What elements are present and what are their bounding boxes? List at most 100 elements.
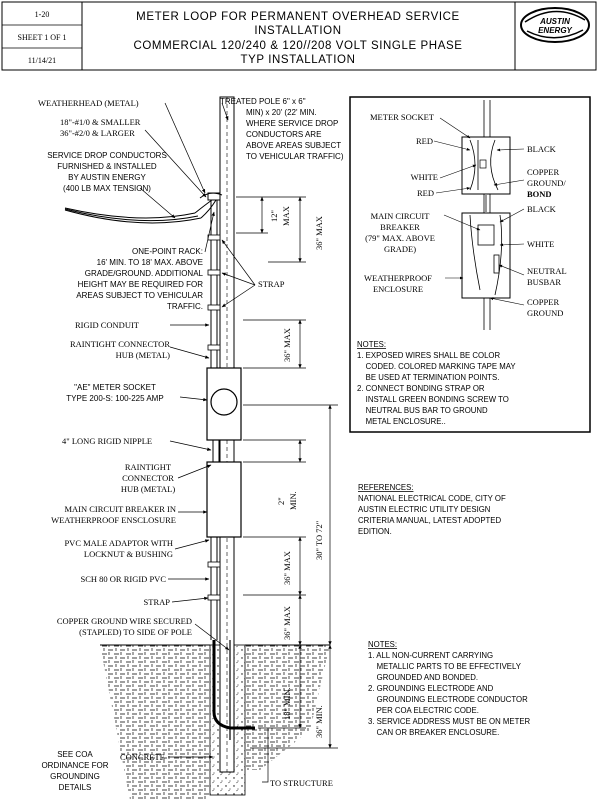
rigid-conduit xyxy=(210,200,255,740)
svg-text:METAL ENCLOSURE..: METAL ENCLOSURE.. xyxy=(357,417,446,426)
svg-text:30" TO 72": 30" TO 72" xyxy=(314,521,324,560)
svg-text:METALLIC PARTS TO BE EFFECTIVE: METALLIC PARTS TO BE EFFECTIVELY xyxy=(368,662,522,671)
svg-text:36" MAX: 36" MAX xyxy=(282,328,292,362)
label-wire-large: 36"-#2/0 & LARGER xyxy=(60,128,135,138)
svg-text:"AE" METER SOCKET: "AE" METER SOCKET xyxy=(74,383,156,392)
svg-text:SERVICE DROP CONDUCTORS: SERVICE DROP CONDUCTORS xyxy=(47,151,167,160)
svg-text:GROUND: GROUND xyxy=(527,308,563,318)
svg-text:ENERGY: ENERGY xyxy=(538,26,572,35)
svg-text:LOCKNUT & BUSHING: LOCKNUT & BUSHING xyxy=(84,549,173,559)
svg-text:WHITE: WHITE xyxy=(527,239,554,249)
svg-text:RAINTIGHT CONNECTOR: RAINTIGHT CONNECTOR xyxy=(70,339,170,349)
svg-text:NATIONAL ELECTRICAL CODE, CITY: NATIONAL ELECTRICAL CODE, CITY OF xyxy=(358,494,506,503)
svg-text:METER SOCKET: METER SOCKET xyxy=(370,112,435,122)
label-strap: STRAP xyxy=(258,279,285,289)
svg-text:12": 12" xyxy=(269,210,279,222)
inset-leaders xyxy=(433,117,525,306)
svg-text:2. GROUNDING ELECTRODE AND: 2. GROUNDING ELECTRODE AND xyxy=(368,684,494,693)
svg-text:SEE COA: SEE COA xyxy=(57,750,93,759)
svg-text:BY AUSTIN ENERGY: BY AUSTIN ENERGY xyxy=(68,173,146,182)
svg-text:GROUNDED AND BONDED.: GROUNDED AND BONDED. xyxy=(368,673,478,682)
svg-text:WEATHERPROOF: WEATHERPROOF xyxy=(364,273,432,283)
svg-text:COPPER: COPPER xyxy=(527,297,559,307)
svg-text:RED: RED xyxy=(416,136,433,146)
svg-text:ABOVE AREAS SUBJECT: ABOVE AREAS SUBJECT xyxy=(246,141,341,150)
svg-text:REFERENCES:: REFERENCES: xyxy=(358,483,413,492)
svg-text:HUB (METAL): HUB (METAL) xyxy=(116,350,170,360)
weatherhead xyxy=(199,192,223,201)
svg-text:AUSTIN: AUSTIN xyxy=(539,17,570,26)
svg-text:(400 LB MAX TENSION): (400 LB MAX TENSION) xyxy=(63,184,151,193)
dimension-labels: 12" MAX 36" MAX 36" MAX 2" MIN. 30" TO 7… xyxy=(269,206,324,738)
austin-energy-logo: AUSTIN ENERGY xyxy=(520,7,590,43)
label-to-structure: TO STRUCTURE xyxy=(270,778,333,788)
inset-detail xyxy=(349,96,591,433)
svg-text:GROUND/: GROUND/ xyxy=(527,178,566,188)
callout-labels: WEATHERHEAD (METAL) 18"-#1/0 & SMALLER 3… xyxy=(38,97,344,792)
svg-text:TREATED POLE 6" x 6": TREATED POLE 6" x 6" xyxy=(220,97,306,106)
svg-text:CONNECTOR: CONNECTOR xyxy=(122,473,174,483)
svg-text:CRITERIA MANUAL, LATEST ADOPTE: CRITERIA MANUAL, LATEST ADOPTED xyxy=(358,516,501,525)
svg-text:SCH 80 OR RIGID PVC: SCH 80 OR RIGID PVC xyxy=(81,574,167,584)
svg-text:EDITION.: EDITION. xyxy=(358,527,392,536)
svg-text:FURNISHED & INSTALLED: FURNISHED & INSTALLED xyxy=(57,162,157,171)
svg-text:BOND: BOND xyxy=(527,189,552,199)
svg-text:COPPER: COPPER xyxy=(527,167,559,177)
svg-text:BREAKER: BREAKER xyxy=(380,222,420,232)
svg-text:BUSBAR: BUSBAR xyxy=(527,277,561,287)
title-block: 1-20 SHEET 1 OF 1 11/14/21 METER LOOP FO… xyxy=(1,1,597,71)
svg-text:RED: RED xyxy=(417,188,434,198)
svg-text:PER COA ELECTRIC CODE.: PER COA ELECTRIC CODE. xyxy=(368,706,479,715)
svg-text:GROUNDING: GROUNDING xyxy=(50,772,100,781)
svg-text:HUB (METAL): HUB (METAL) xyxy=(121,484,175,494)
svg-text:NEUTRAL BUS BAR TO GROUND: NEUTRAL BUS BAR TO GROUND xyxy=(357,406,488,415)
svg-text:GRADE/GROUND. ADDITIONAL: GRADE/GROUND. ADDITIONAL xyxy=(85,269,204,278)
leader-lines xyxy=(139,102,269,783)
straps xyxy=(207,234,221,601)
title-line-4: TYP INSTALLATION xyxy=(240,54,355,66)
title-line-1: METER LOOP FOR PERMANENT OVERHEAD SERVIC… xyxy=(136,11,460,23)
drawing-number: 1-20 xyxy=(35,10,50,19)
svg-text:TO VEHICULAR TRAFFIC): TO VEHICULAR TRAFFIC) xyxy=(246,152,344,161)
svg-text:CODED. COLORED MARKING TAPE MA: CODED. COLORED MARKING TAPE MAY xyxy=(357,362,516,371)
svg-text:16' MIN. TO 18' MAX. ABOVE: 16' MIN. TO 18' MAX. ABOVE xyxy=(97,258,203,267)
svg-text:(79" MAX. ABOVE: (79" MAX. ABOVE xyxy=(365,233,435,243)
inset-notes: NOTES: 1. EXPOSED WIRES SHALL BE COLOR C… xyxy=(357,340,516,426)
label-rigid-conduit: RIGID CONDUIT xyxy=(75,320,140,330)
inset-labels: METER SOCKET RED WHITE RED BLACK COPPER … xyxy=(364,112,567,318)
svg-text:HEIGHT MAY BE REQUIRED FOR: HEIGHT MAY BE REQUIRED FOR xyxy=(78,280,204,289)
svg-text:CAN OR BREAKER ENCLOSURE.: CAN OR BREAKER ENCLOSURE. xyxy=(368,728,499,737)
svg-text:DETAILS: DETAILS xyxy=(59,783,92,792)
svg-text:1. ALL NON-CURRENT CARRYING: 1. ALL NON-CURRENT CARRYING xyxy=(368,651,493,660)
svg-text:NOTES:: NOTES: xyxy=(357,340,386,349)
service-drop-conductors xyxy=(64,199,217,224)
svg-text:WHITE: WHITE xyxy=(411,172,438,182)
notes-block: NOTES: 1. ALL NON-CURRENT CARRYING METAL… xyxy=(368,640,531,737)
breaker-enclosure xyxy=(206,461,242,538)
svg-text:18" MIN.: 18" MIN. xyxy=(282,687,292,720)
svg-text:NEUTRAL: NEUTRAL xyxy=(527,266,567,276)
svg-text:INSTALL GREEN BONDING SCREW TO: INSTALL GREEN BONDING SCREW TO xyxy=(357,395,509,404)
svg-text:3. SERVICE ADDRESS MUST BE ON: 3. SERVICE ADDRESS MUST BE ON METER xyxy=(368,717,531,726)
title-line-3: COMMERCIAL 120/240 & 120//208 VOLT SINGL… xyxy=(133,40,462,52)
svg-text:MAX: MAX xyxy=(281,206,291,226)
svg-text:ORDINANCE FOR: ORDINANCE FOR xyxy=(41,761,108,770)
svg-text:MIN.: MIN. xyxy=(288,491,298,510)
svg-text:MAIN CIRCUIT: MAIN CIRCUIT xyxy=(371,211,431,221)
svg-text:1. EXPOSED WIRES SHALL BE COLO: 1. EXPOSED WIRES SHALL BE COLOR xyxy=(357,351,500,360)
drawing-date: 11/14/21 xyxy=(28,56,56,65)
sheet-number: SHEET 1 OF 1 xyxy=(18,33,67,42)
label-weatherhead: WEATHERHEAD (METAL) xyxy=(38,98,139,108)
svg-text:36" MIN.: 36" MIN. xyxy=(314,705,324,738)
svg-text:TYPE 200-S: 100-225 AMP: TYPE 200-S: 100-225 AMP xyxy=(66,394,163,403)
svg-text:BLACK: BLACK xyxy=(527,144,557,154)
label-wire-small: 18"-#1/0 & SMALLER xyxy=(60,117,141,127)
svg-text:MAIN CIRCUIT BREAKER IN: MAIN CIRCUIT BREAKER IN xyxy=(64,504,176,514)
svg-text:BLACK: BLACK xyxy=(527,204,557,214)
svg-text:TRAFFIC.: TRAFFIC. xyxy=(167,302,203,311)
svg-text:GROUNDING ELECTRODE CONDUCTOR: GROUNDING ELECTRODE CONDUCTOR xyxy=(368,695,528,704)
label-rigid-nipple: 4" LONG RIGID NIPPLE xyxy=(62,436,152,446)
svg-text:NOTES:: NOTES: xyxy=(368,640,397,649)
svg-text:36" MAX: 36" MAX xyxy=(314,216,324,250)
